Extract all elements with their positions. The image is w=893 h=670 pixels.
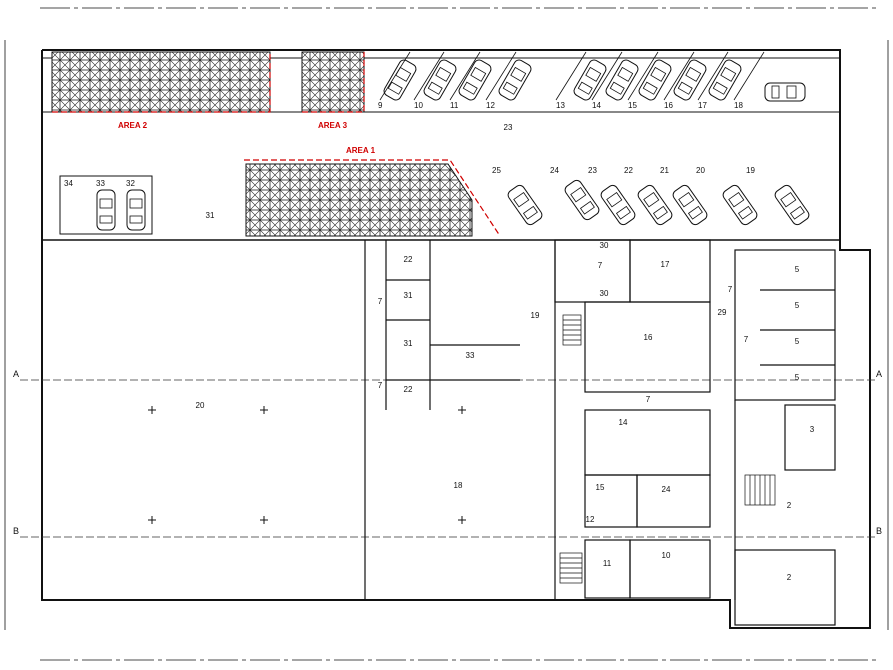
parking-label: 33 [96, 179, 105, 188]
room-15-label: 15 [596, 483, 605, 492]
interior-walls [364, 239, 836, 626]
area-1-label: AREA 1 [346, 146, 376, 155]
parking-label: 25 [492, 166, 501, 175]
room-7-label: 7 [744, 335, 749, 344]
room-16-label: 16 [644, 333, 653, 342]
parking-label: 24 [550, 166, 559, 175]
column-markers [148, 406, 466, 524]
parking-label: 15 [628, 101, 637, 110]
parking-label: 9 [378, 101, 383, 110]
parking-label: 10 [414, 101, 423, 110]
parking-left-labels: 34 33 32 [64, 179, 135, 188]
sheet-frame [4, 7, 889, 661]
parking-left-bay [59, 175, 153, 235]
parking-label: 23 [588, 166, 597, 175]
room-31-label: 31 [404, 339, 413, 348]
parking-left-cars [96, 189, 146, 231]
area-3-label: AREA 3 [318, 121, 348, 130]
rack-block-area2 [51, 51, 271, 113]
room-31-label: 31 [404, 291, 413, 300]
parking-label: 11 [450, 101, 459, 110]
room-7-label: 7 [598, 261, 603, 270]
room-22-label: 22 [404, 255, 413, 264]
parking-label: 14 [592, 101, 601, 110]
parking-top-labels: 9 10 11 12 13 14 15 16 17 18 [378, 101, 743, 110]
room-29-label: 29 [718, 308, 727, 317]
room-2-label: 2 [787, 501, 792, 510]
rack-block-area1 [245, 163, 473, 237]
room-33-label: 33 [466, 351, 475, 360]
room-5-label: 5 [795, 337, 800, 346]
room-14-label: 14 [619, 418, 628, 427]
axis-marker-a-right: A [876, 369, 882, 379]
axis-marker-b-right: B [876, 526, 882, 536]
room-24-label: 24 [662, 485, 671, 494]
parking-label: 12 [486, 101, 495, 110]
room-30-label: 30 [600, 289, 609, 298]
room-7-label: 7 [378, 297, 383, 306]
room-2-label: 2 [787, 573, 792, 582]
axis-lines [20, 379, 875, 538]
room-7-label: 7 [646, 395, 651, 404]
room-12-label: 12 [586, 515, 595, 524]
room-5-label: 5 [795, 373, 800, 382]
parking-top-dividers [379, 51, 765, 101]
area-boundaries [52, 52, 501, 237]
parking-mid-row [505, 177, 812, 228]
parking-label: 32 [126, 179, 135, 188]
room-5-label: 5 [795, 265, 800, 274]
axis-marker-a-left: A [13, 369, 19, 379]
room-7-label: 7 [728, 285, 733, 294]
parking-label: 17 [698, 101, 707, 110]
parking-label: 20 [696, 166, 705, 175]
room-5-label: 5 [795, 301, 800, 310]
parking-mid-labels: 25 24 23 22 21 20 19 [492, 166, 755, 175]
axis-marker-b-left: B [13, 526, 19, 536]
parking-label: 22 [624, 166, 633, 175]
room-17-label: 17 [661, 260, 670, 269]
parking-label: 13 [556, 101, 565, 110]
room-7-label: 7 [378, 381, 383, 390]
room-30-label: 30 [600, 241, 609, 250]
room-10-label: 10 [662, 551, 671, 560]
stairs [559, 314, 776, 584]
room-31-label: 31 [206, 211, 215, 220]
room-3-label: 3 [810, 425, 815, 434]
parking-label: 19 [746, 166, 755, 175]
room-23-label: 23 [504, 123, 513, 132]
rack-block-area3 [301, 51, 365, 113]
parking-label: 18 [734, 101, 743, 110]
parking-top-row [381, 57, 806, 103]
room-labels: 20 18 19 16 17 10 11 15 24 14 29 33 31 3… [196, 123, 815, 582]
room-19-label: 19 [531, 311, 540, 320]
room-18-label: 18 [454, 481, 463, 490]
room-22-label: 22 [404, 385, 413, 394]
area-2-label: AREA 2 [118, 121, 148, 130]
parking-label: 34 [64, 179, 73, 188]
room-11-label: 11 [603, 559, 612, 568]
parking-label: 21 [660, 166, 669, 175]
parking-label: 16 [664, 101, 673, 110]
room-20-label: 20 [196, 401, 205, 410]
